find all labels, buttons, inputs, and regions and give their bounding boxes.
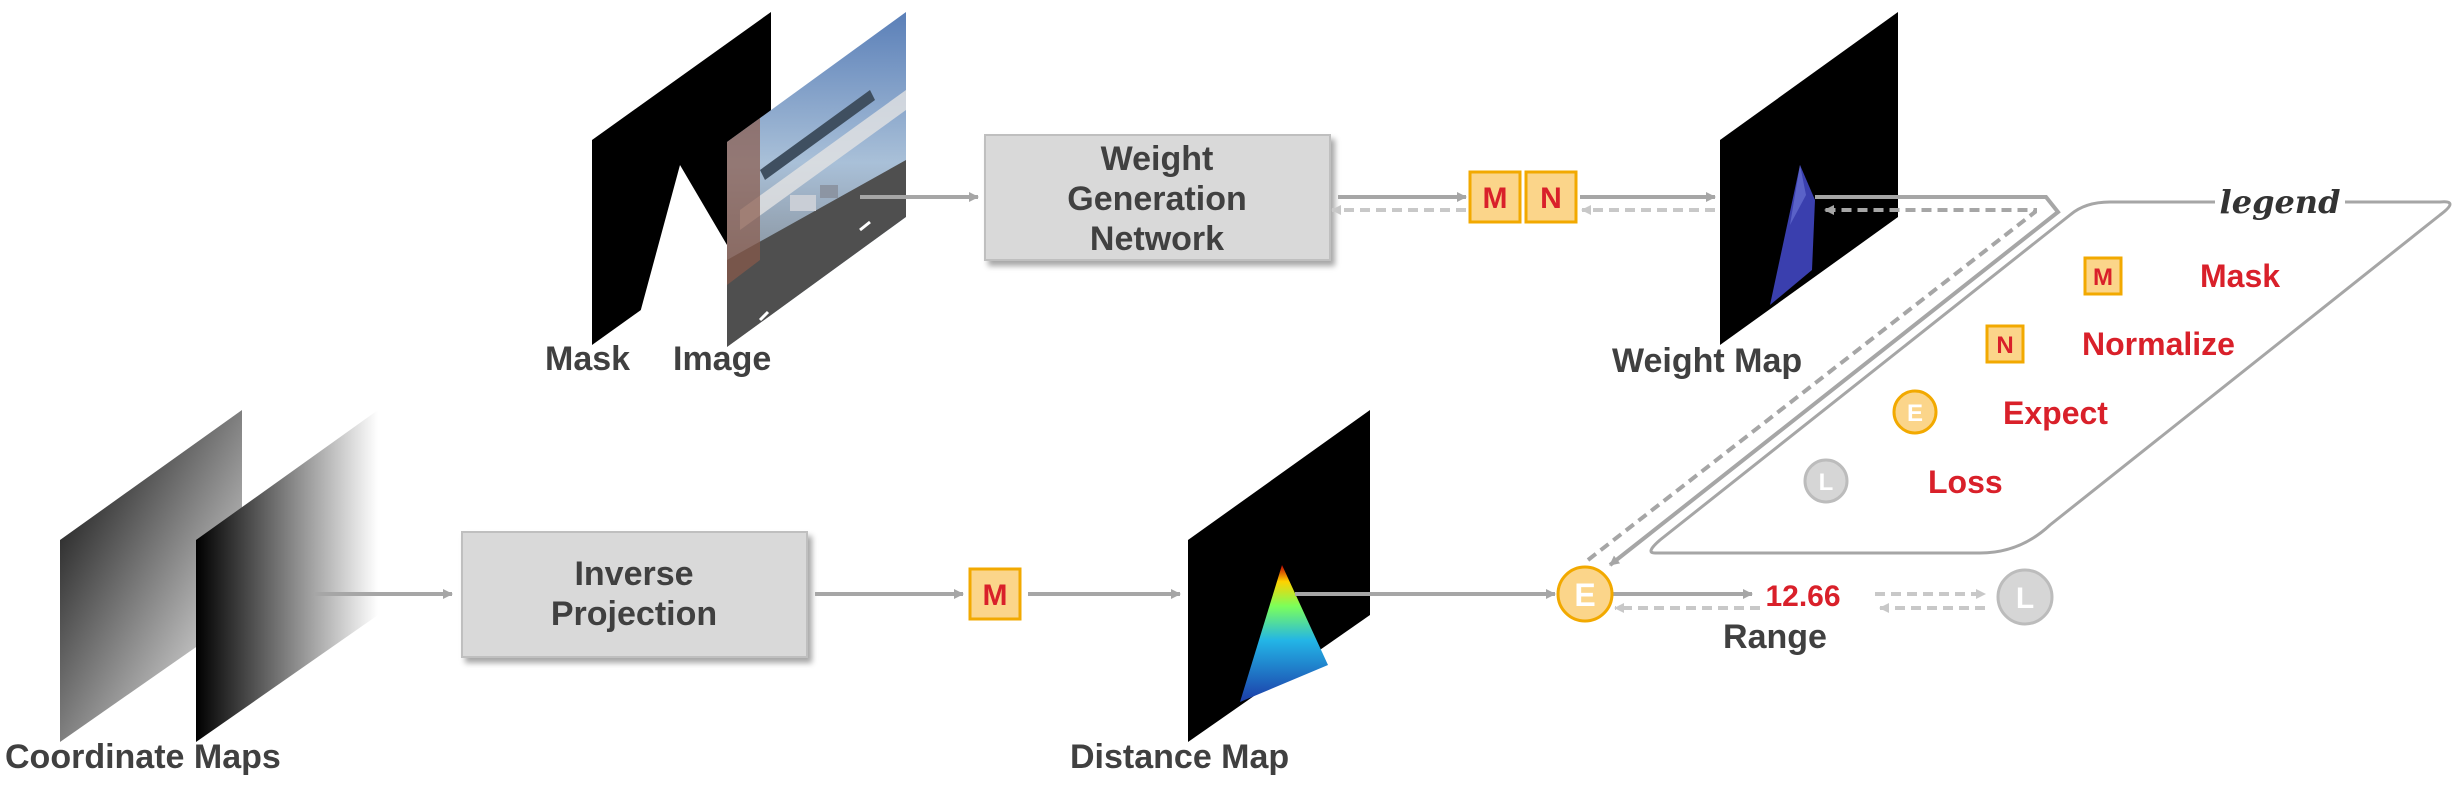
legend-normalize-symbol: N: [1996, 332, 2013, 359]
backward-arrows: [1331, 205, 1986, 613]
wgn-line-2: Generation: [1067, 180, 1246, 218]
legend-frame: [1649, 200, 2452, 555]
normalize-badge-top-letter: N: [1540, 182, 1562, 215]
image-label: Image: [673, 340, 771, 378]
loss-badge-letter: L: [2016, 582, 2034, 615]
mask-badge-top-letter: M: [1483, 182, 1508, 215]
loss-badge: [1996, 568, 2054, 626]
legend-loss-symbol: L: [1819, 469, 1834, 496]
expect-badge: [1556, 565, 1614, 623]
legend-item-loss: [1803, 458, 1849, 504]
backward-to-weight-map: [1586, 205, 2037, 562]
legend-expect-label: Expect: [2003, 395, 2108, 431]
forward-arrows: [315, 192, 2061, 599]
legend-item-normalize: [1985, 324, 2025, 364]
ip-line-1: Inverse: [574, 555, 693, 593]
range-label: Range: [1723, 618, 1827, 656]
mask-badge-top: [1468, 170, 1522, 224]
legend-normalize-label: Normalize: [2082, 326, 2235, 362]
mask-badge-bottom: [968, 567, 1022, 621]
legend-title: legend: [2220, 183, 2341, 221]
coordinate-maps-panel: [60, 410, 378, 742]
expect-badge-letter: E: [1574, 577, 1595, 613]
weight-map-panel: [1720, 12, 1898, 345]
mask-label: Mask: [545, 340, 630, 378]
range-value: 12.66: [1765, 580, 1840, 613]
legend-loss-label: Loss: [1928, 464, 2003, 500]
coordinate-maps-label: Coordinate Maps: [5, 738, 281, 776]
inverse-projection-box: [461, 531, 808, 658]
mask-badge-bottom-letter: M: [983, 579, 1008, 612]
legend-item-mask: [2083, 256, 2123, 296]
mask-panel: [592, 12, 771, 345]
image-panel: [727, 12, 906, 347]
legend-mask-label: Mask: [2200, 258, 2280, 294]
ip-line-2: Projection: [551, 595, 717, 633]
legend-mask-symbol: M: [2093, 264, 2113, 291]
normalize-badge-top: [1524, 170, 1578, 224]
legend-expect-symbol: E: [1907, 400, 1923, 427]
wgn-line-3: Network: [1090, 220, 1224, 258]
weight-map-label: Weight Map: [1612, 342, 1802, 380]
weight-generation-network-box: [984, 134, 1331, 261]
distance-map-panel: [1188, 410, 1370, 742]
distance-map-label: Distance Map: [1070, 738, 1289, 776]
legend-item-expect: [1892, 389, 1938, 435]
wgn-line-1: Weight: [1101, 140, 1214, 178]
